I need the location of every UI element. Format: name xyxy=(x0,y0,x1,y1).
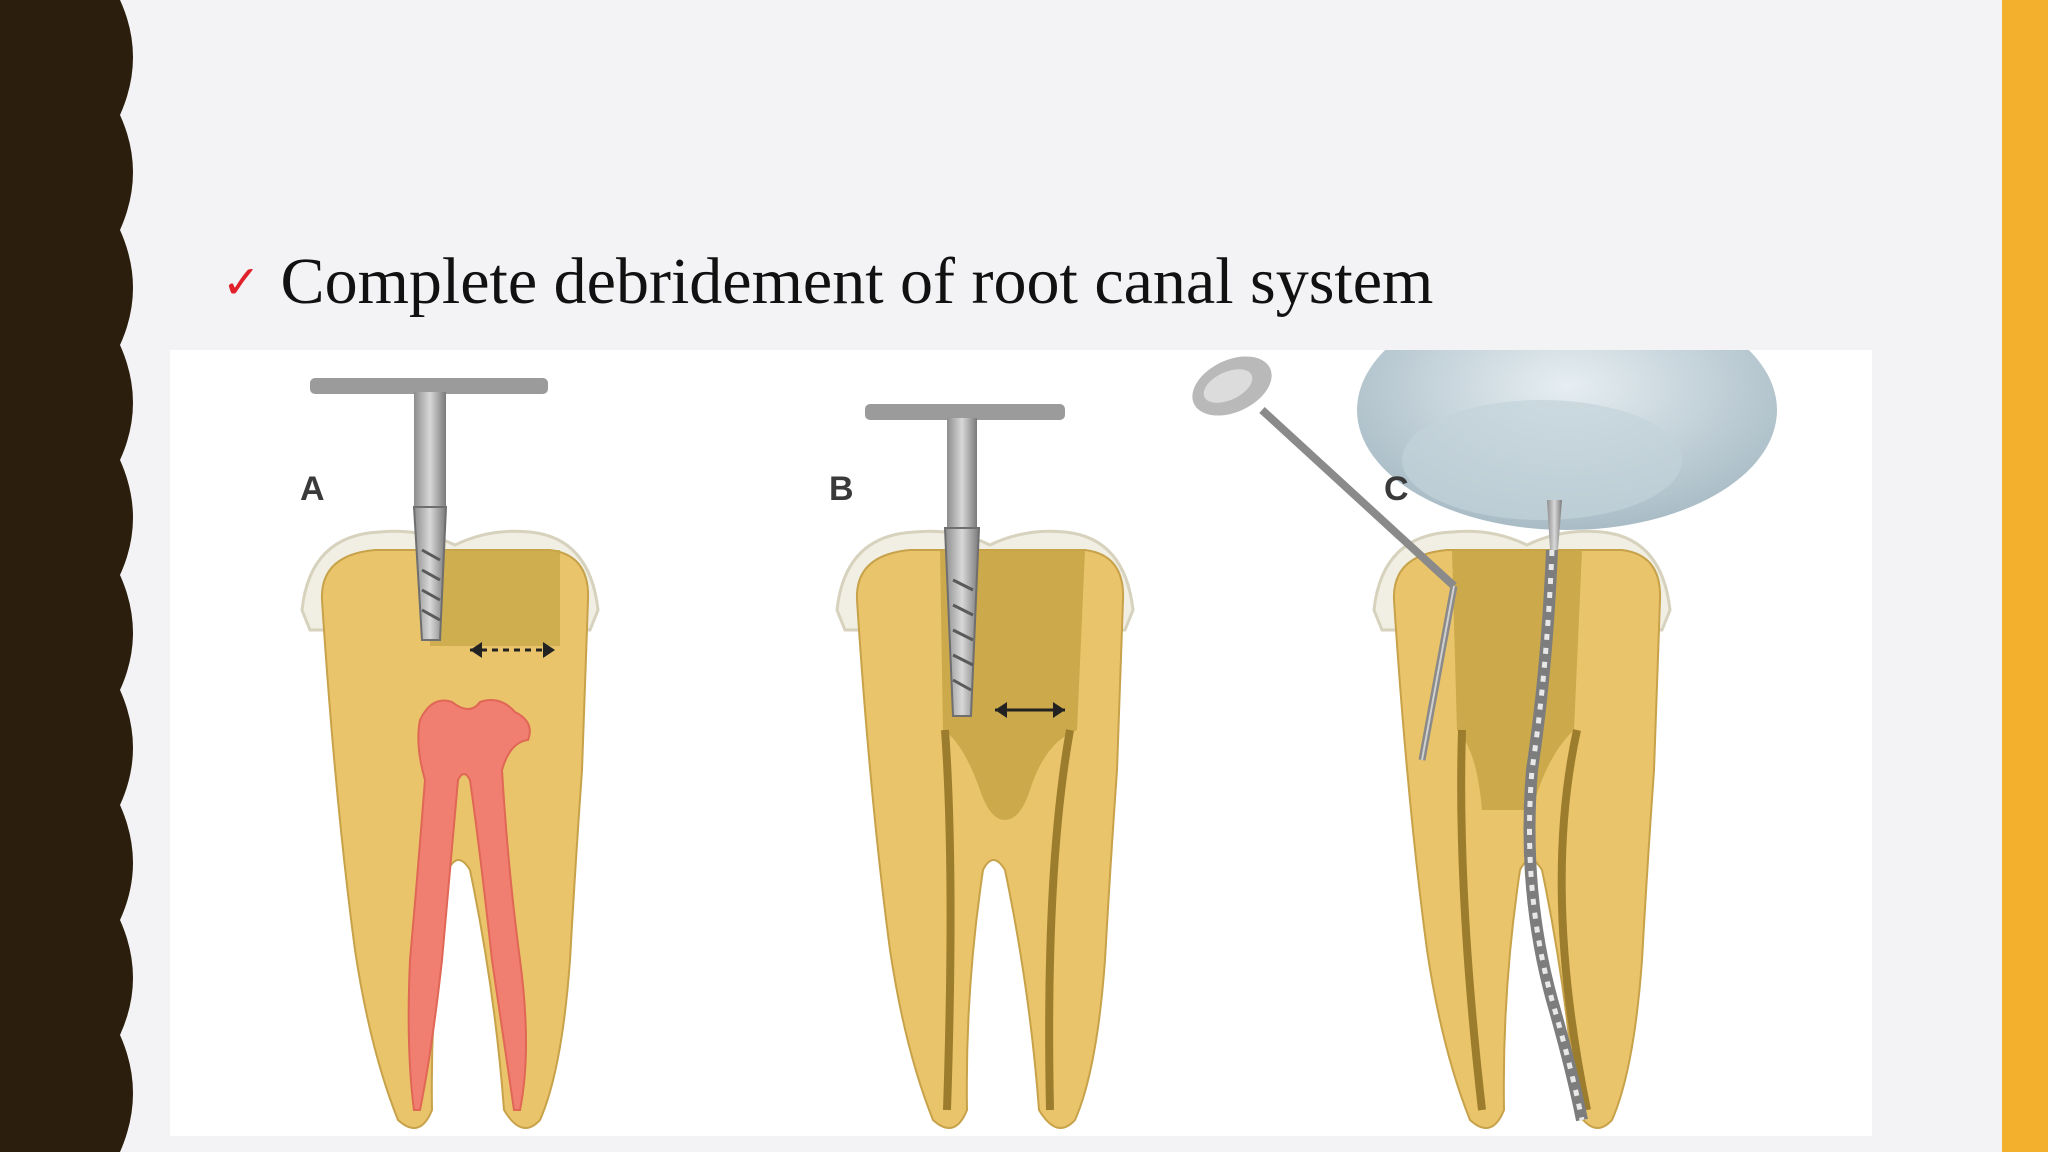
panel-label-a: A xyxy=(300,470,325,508)
bullet-text: Complete debridement of root canal syste… xyxy=(280,245,1434,318)
checkmark-icon: ✓ xyxy=(222,255,261,309)
panel-a: A xyxy=(300,378,600,1129)
right-accent-band xyxy=(2002,0,2048,1152)
panel-c: C xyxy=(1192,350,1777,1129)
panel-label-c: C xyxy=(1384,470,1409,508)
left-wavy-band xyxy=(0,0,133,1152)
panel-b: B xyxy=(829,404,1135,1129)
root-canal-illustration: A B xyxy=(170,350,1872,1136)
bullet-point: ✓ Complete debridement of root canal sys… xyxy=(222,242,1433,322)
panel-label-b: B xyxy=(829,470,854,508)
